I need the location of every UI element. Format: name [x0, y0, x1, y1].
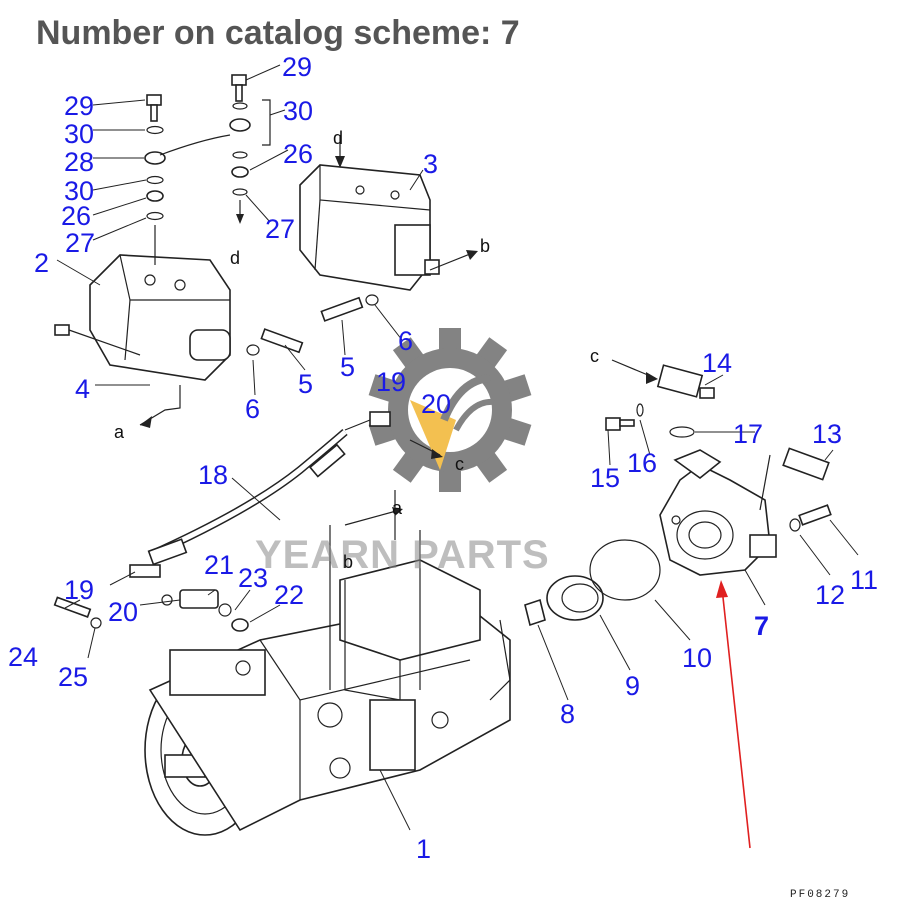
connector-d-left: d	[230, 248, 240, 268]
control-valve	[299, 164, 440, 291]
label-item-16[interactable]: 16	[627, 448, 657, 478]
page-title: Number on catalog scheme: 7	[36, 14, 520, 52]
label-item-26-center[interactable]: 26	[283, 139, 313, 169]
label-item-19-lower[interactable]: 19	[64, 575, 94, 605]
drawing-code: PF08279	[790, 889, 850, 900]
label-item-15[interactable]: 15	[590, 463, 620, 493]
item-7-housing	[659, 449, 777, 576]
highlight-pointer-arrow	[716, 580, 751, 849]
arrow-heads	[140, 156, 658, 516]
hose-assembly	[147, 411, 391, 566]
watermark-gear-icon	[368, 328, 532, 492]
bolt-5-lower	[246, 328, 304, 356]
label-item-26-left[interactable]: 26	[61, 201, 91, 231]
label-item-11[interactable]: 11	[850, 565, 878, 595]
label-item-3[interactable]: 3	[423, 149, 438, 179]
label-item-13[interactable]: 13	[812, 419, 842, 449]
label-item-29-left[interactable]: 29	[64, 91, 94, 121]
label-item-24[interactable]: 24	[8, 642, 38, 672]
watermark-text: YEARN PARTS	[255, 533, 550, 577]
servo-valve-block	[54, 254, 231, 381]
label-item-25[interactable]: 25	[58, 662, 88, 692]
label-item-20-lower[interactable]: 20	[108, 597, 138, 627]
label-item-14[interactable]: 14	[702, 348, 732, 378]
label-item-20-upper[interactable]: 20	[421, 389, 451, 419]
connector-d-top: d	[333, 128, 343, 148]
label-item-2[interactable]: 2	[34, 248, 49, 278]
label-item-5-upper[interactable]: 5	[340, 352, 355, 382]
label-item-7[interactable]: 7	[754, 611, 769, 641]
label-item-6-upper[interactable]: 6	[398, 326, 413, 356]
label-item-8[interactable]: 8	[560, 699, 575, 729]
connector-c-center: c	[455, 454, 464, 474]
label-item-10[interactable]: 10	[682, 643, 712, 673]
bolt-5-upper	[320, 294, 379, 322]
label-item-9[interactable]: 9	[625, 671, 640, 701]
label-item-1[interactable]: 1	[416, 834, 431, 864]
item-labels: 1 2 3 4 5 5 6 6 7 8 9 10 11 12 13 14 15 …	[8, 52, 878, 864]
label-item-21[interactable]: 21	[204, 550, 234, 580]
label-item-19-upper[interactable]: 19	[376, 367, 406, 397]
connector-b-right: b	[480, 236, 490, 256]
connector-letters: a a b b c c d d	[114, 128, 599, 572]
label-item-6-lower[interactable]: 6	[245, 394, 260, 424]
label-item-17[interactable]: 17	[733, 419, 763, 449]
label-item-30-left-upper[interactable]: 30	[64, 119, 94, 149]
label-item-30-center[interactable]: 30	[283, 96, 313, 126]
label-item-12[interactable]: 12	[815, 580, 845, 610]
label-item-30-left-lower[interactable]: 30	[64, 176, 94, 206]
label-item-29-center[interactable]: 29	[282, 52, 312, 82]
label-item-28[interactable]: 28	[64, 147, 94, 177]
label-item-4[interactable]: 4	[75, 374, 90, 404]
label-item-23[interactable]: 23	[238, 563, 268, 593]
connector-b-center: b	[343, 552, 353, 572]
label-item-27-center[interactable]: 27	[265, 214, 295, 244]
connector-a-center: a	[392, 498, 403, 518]
seal-parts	[524, 539, 661, 627]
connector-c-right: c	[590, 346, 599, 366]
label-item-27-left[interactable]: 27	[65, 228, 95, 258]
connector-a-left: a	[114, 422, 125, 442]
sensor-fittings	[605, 364, 832, 532]
bolt-stack-center	[229, 74, 271, 224]
bolt-stack-left	[144, 94, 231, 265]
label-item-18[interactable]: 18	[198, 460, 228, 490]
leader-lines	[56, 64, 859, 831]
label-item-22[interactable]: 22	[274, 580, 304, 610]
label-item-5-lower[interactable]: 5	[298, 369, 313, 399]
